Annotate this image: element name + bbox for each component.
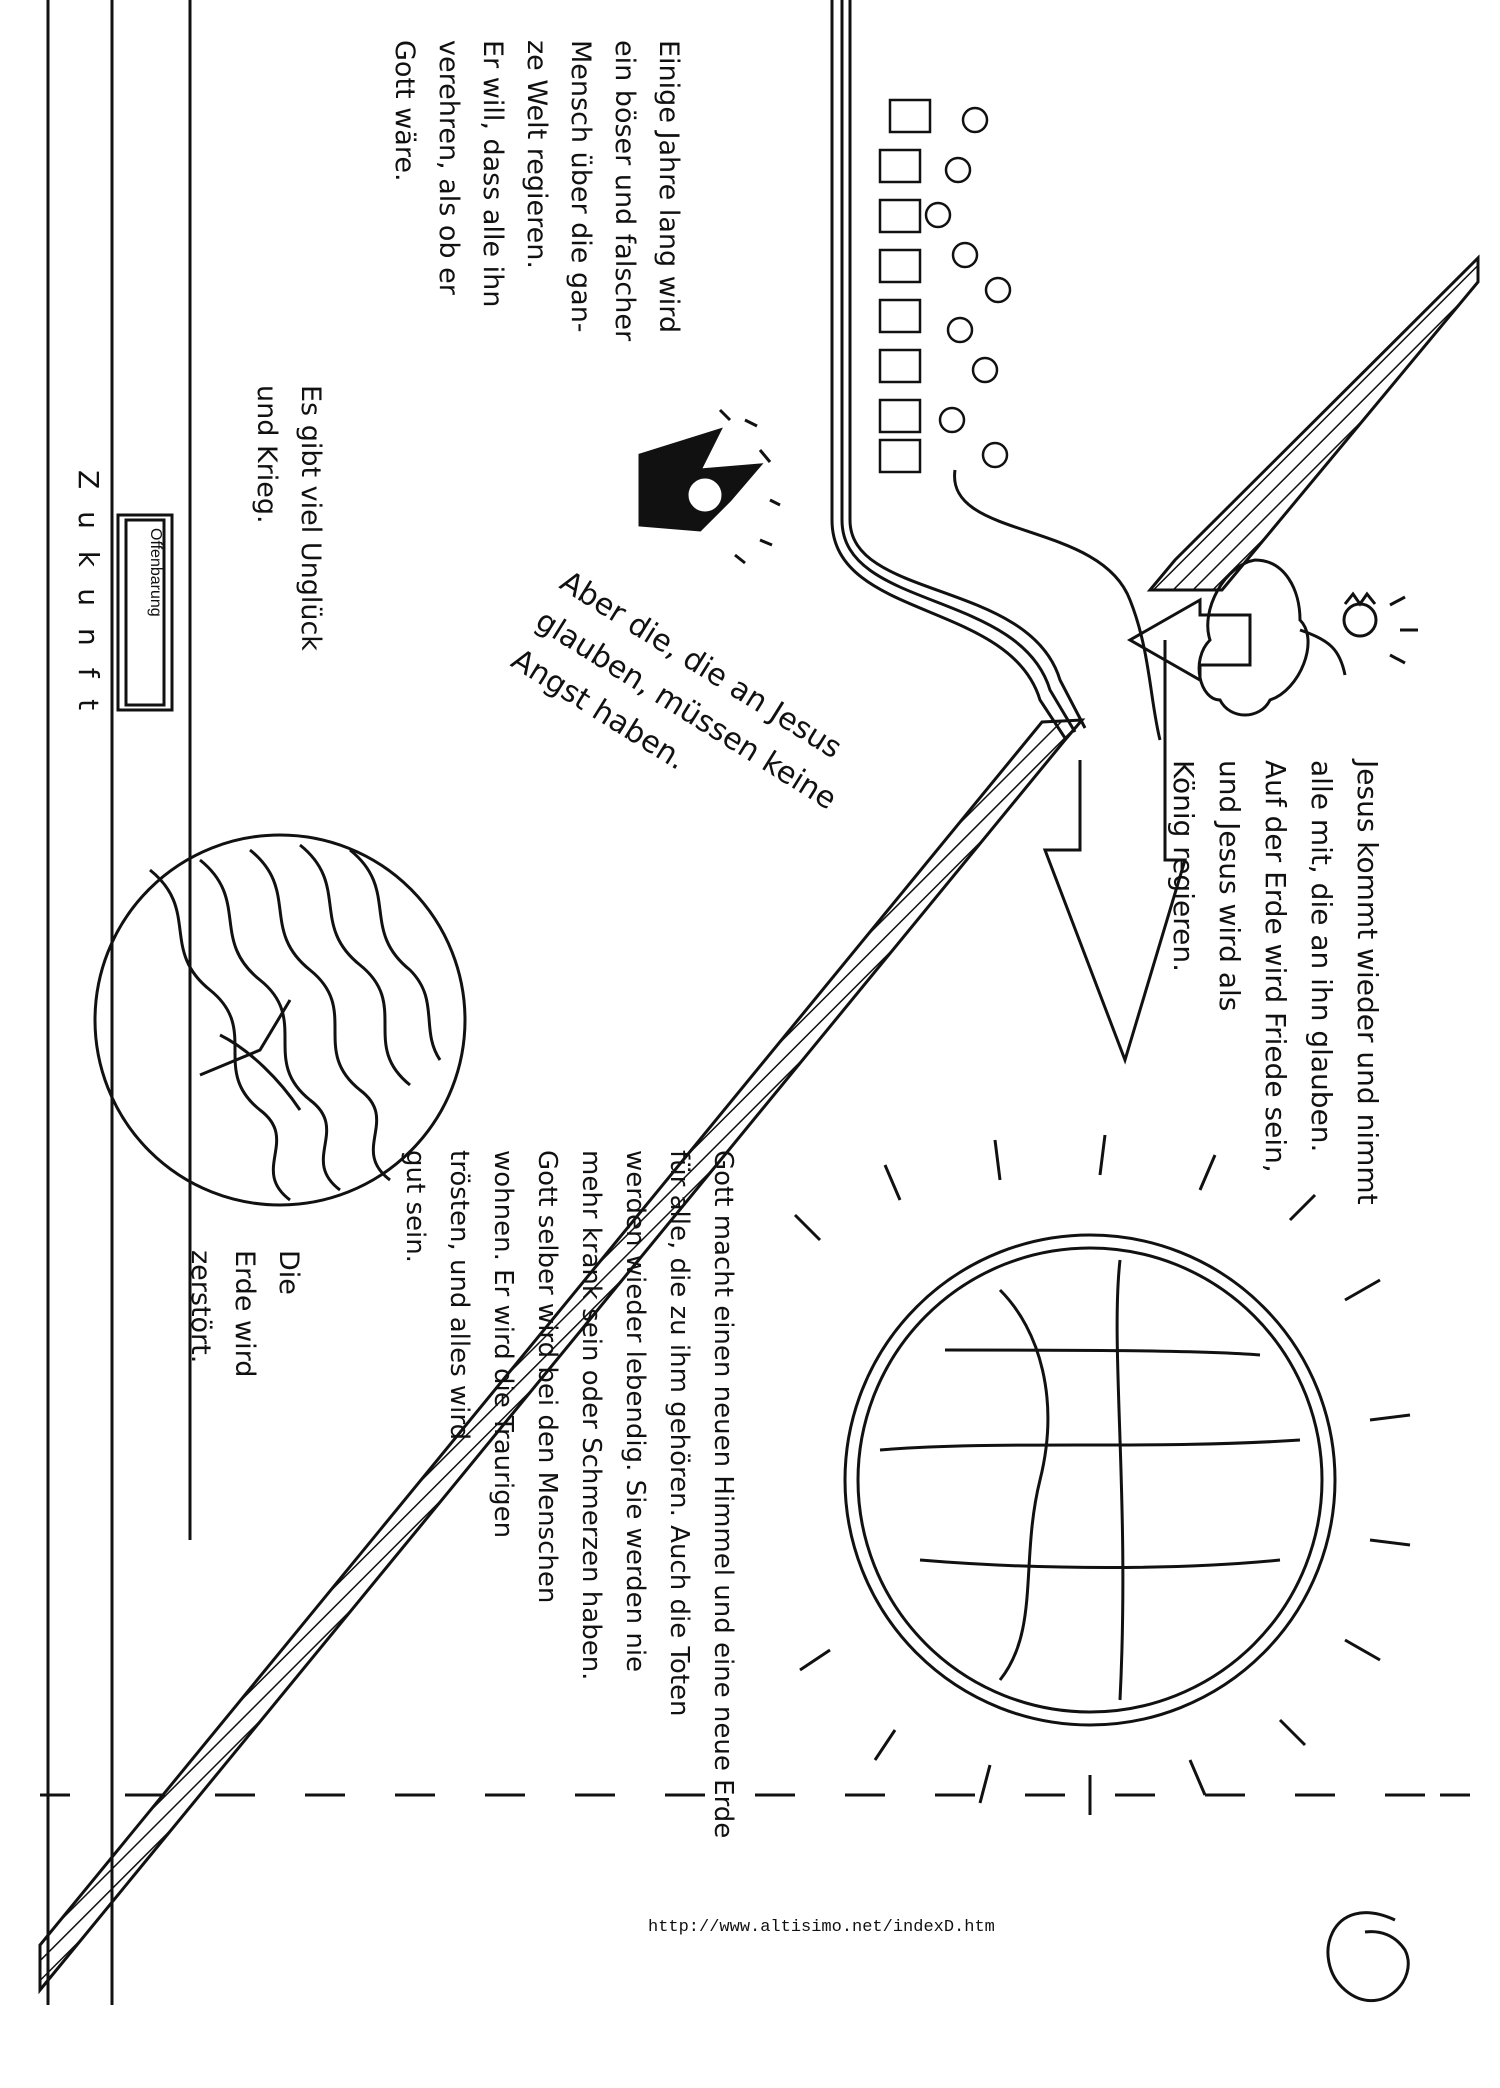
curved-path (830, 0, 1162, 741)
new-earth-with-sun (793, 1134, 1411, 1815)
down-arrows (1042, 597, 1252, 1065)
page-number: 9 (1335, 1935, 1342, 1946)
jesus-on-cloud (1197, 558, 1418, 717)
timeline-label: Zukunft (72, 470, 105, 733)
jesus-kommt-text: Jesus kommt wieder und nimmt alle mit, d… (1167, 760, 1384, 1205)
source-url: http://www.altisimo.net/indexD.htm (648, 1918, 995, 1937)
book-icon (116, 513, 174, 712)
burning-earth (93, 833, 467, 1207)
book-label: Offenbarung (147, 528, 164, 617)
unglueck-text: Es gibt viel Unglück und Krieg. (251, 385, 326, 651)
crowd-of-believers (878, 98, 1012, 474)
hatched-diagonal-beam (38, 718, 1086, 1995)
erde-zerstoert-text: Die Erde wird zerstört. (185, 1250, 304, 1378)
timeline-track (46, 0, 192, 2005)
upper-hatched-beam (1146, 254, 1480, 592)
intro-text: Einige Jahre lang wird ein böser und fal… (389, 40, 684, 342)
page-number-mark (1326, 1911, 1410, 2003)
crowned-villain-figure (638, 408, 781, 565)
neue-erde-text: Gott macht einen neuen Himmel und eine n… (400, 1150, 738, 1839)
